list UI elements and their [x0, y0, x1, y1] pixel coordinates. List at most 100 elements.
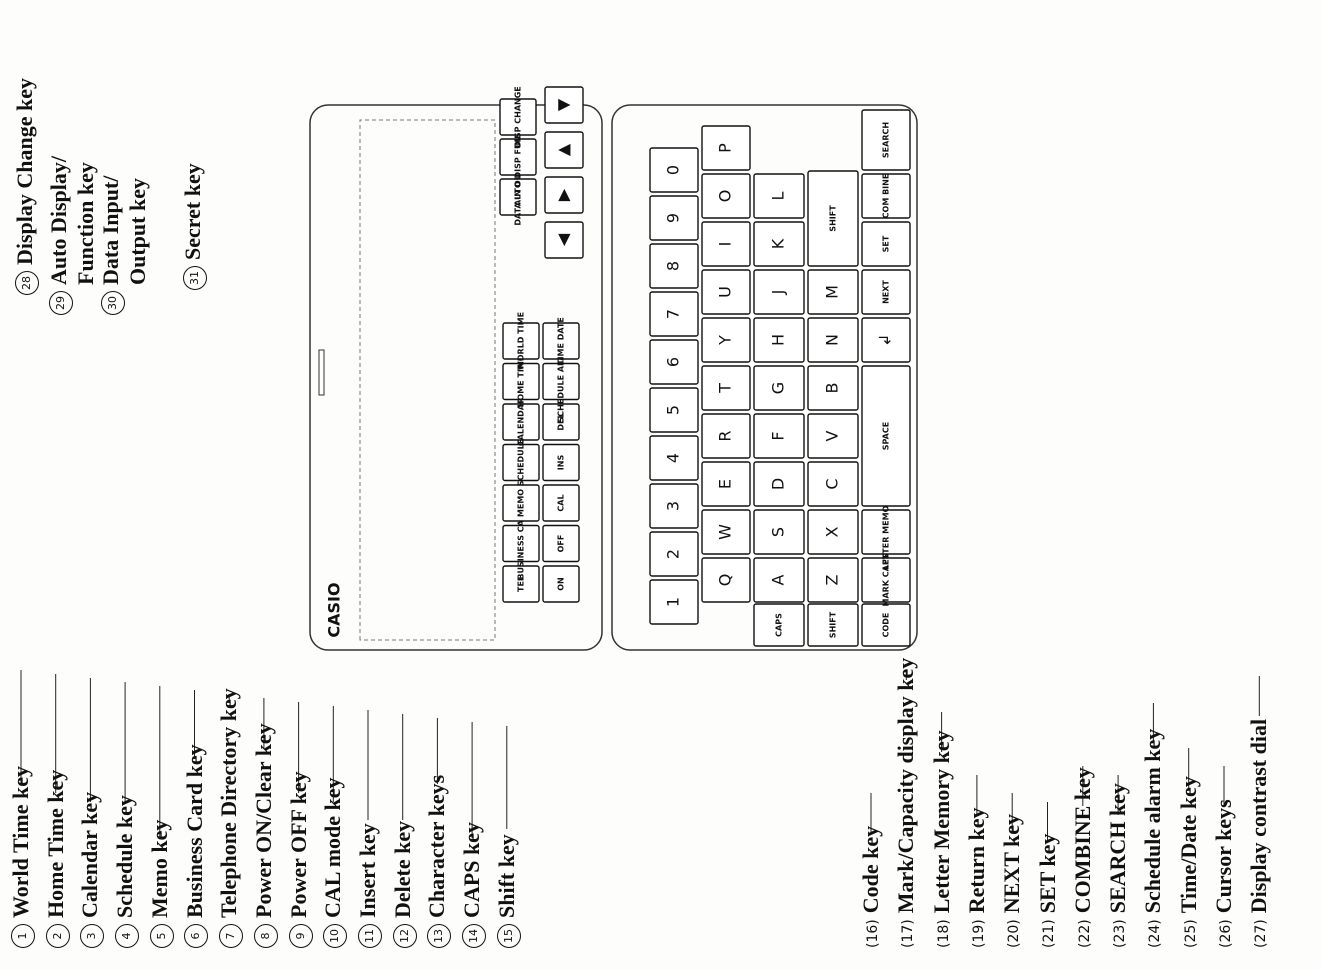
label-number: 29	[48, 291, 73, 315]
label-number: (21)	[1041, 919, 1058, 948]
label-number: (22)	[1076, 919, 1093, 948]
fkey2-5	[542, 362, 580, 401]
label-text: World Time key	[8, 766, 33, 918]
label-text: Mark/Capacity display key	[893, 657, 919, 914]
label-1: 1World Time key	[8, 766, 35, 948]
key-7	[649, 291, 699, 337]
fkey2-0	[542, 565, 580, 603]
key-2-label: 2	[664, 549, 683, 559]
fkey2-3	[542, 443, 580, 482]
label-24: (24) Schedule alarm key	[1140, 729, 1166, 948]
label-number: (24)	[1147, 919, 1164, 948]
key-N	[807, 317, 859, 363]
label-21: (21) SET key	[1035, 834, 1061, 948]
shift-key	[807, 603, 859, 647]
next-key-label: NEXT	[882, 280, 891, 304]
label-16: (16)Code key	[858, 826, 884, 948]
label-number: 30	[100, 291, 125, 315]
fkey2-6	[542, 322, 580, 360]
set-key-label: SET	[882, 235, 891, 252]
label-text: Telephone Directory key	[216, 688, 242, 918]
label-number: 6	[184, 924, 209, 948]
label-number: (16)	[864, 919, 881, 948]
key-T	[701, 365, 751, 411]
key-H	[753, 317, 805, 363]
fkey2-label-5: SCHEDULE ALARM	[557, 341, 566, 423]
key-C	[807, 461, 859, 507]
shift-key-label: SHIFT	[829, 611, 838, 638]
key-8	[649, 243, 699, 289]
label-26: (26) Cursor keys	[1211, 799, 1237, 948]
search-key-label: SEARCH	[882, 122, 891, 158]
cursor-right-icon: ▶	[554, 188, 573, 201]
rkey-2	[499, 98, 537, 136]
label-23: (23)SEARCH key	[1105, 783, 1131, 948]
key-M-label: M	[823, 285, 842, 299]
rkey-label-2: DISP CHANGE	[514, 86, 523, 148]
label-number: 7	[219, 924, 244, 948]
fkey2-label-1: OFF	[557, 535, 566, 553]
label-number: (17)	[900, 919, 917, 948]
key-H-label: H	[769, 334, 788, 346]
label-text: SET key	[1034, 833, 1060, 914]
label-text: Auto Display/	[46, 156, 71, 285]
key-R	[701, 413, 751, 459]
key-V-label: V	[823, 430, 842, 441]
label-number: 8	[253, 924, 278, 948]
label-number: 12	[392, 924, 417, 948]
label-number: 9	[288, 924, 313, 948]
key-P	[701, 125, 751, 171]
cursor-key-3	[544, 86, 584, 124]
key-3	[649, 483, 699, 529]
label-text: COMBINE key	[1069, 767, 1095, 914]
return-key-label: ↲	[876, 333, 895, 346]
label-17: (17) Mark/Capacity display key	[893, 658, 919, 948]
label-number: 15	[496, 924, 521, 948]
label-number: 5	[149, 924, 174, 948]
key-T-label: T	[716, 383, 735, 394]
key-4-label: 4	[664, 453, 683, 463]
label-text: Time/Date key	[1175, 776, 1201, 914]
key-I	[701, 221, 751, 267]
fkey2-4	[542, 403, 580, 441]
label-text: Schedule key	[112, 795, 138, 918]
key-E-label: E	[716, 479, 735, 489]
label-text: Cursor keys	[1211, 799, 1236, 914]
label-text: Schedule alarm key	[1140, 728, 1166, 914]
label-text: Shift key	[493, 834, 519, 918]
rkey-label-0: DATA IN OUT	[514, 168, 523, 226]
label-number: 11	[357, 924, 382, 948]
key-L	[753, 173, 805, 219]
shift-key-right-label: SHIFT	[829, 205, 838, 232]
key-2	[649, 531, 699, 577]
cursor-key-0	[544, 221, 584, 259]
key-Y	[701, 317, 751, 363]
key-U-label: U	[716, 286, 735, 298]
key-J-label: J	[769, 290, 788, 296]
key-B	[807, 365, 859, 411]
label-text: Secret key	[180, 163, 205, 260]
label-text: NEXT key	[999, 814, 1025, 914]
key-J	[753, 269, 805, 315]
key-R-label: R	[716, 430, 735, 441]
label-number: (20)	[1006, 919, 1023, 948]
space-key-label: SPACE	[882, 422, 891, 450]
speaker-slot	[318, 349, 325, 396]
key-X	[807, 509, 859, 555]
label-number: 2	[45, 924, 70, 948]
label-19: (19)Return key	[964, 808, 990, 948]
label-text-line2: Function key	[72, 162, 98, 285]
label-number: 10	[323, 924, 348, 948]
key-N-label: N	[823, 334, 842, 346]
key-O	[701, 173, 751, 219]
label-29: 29 Auto Display/Function key	[46, 156, 99, 315]
key-G	[753, 365, 805, 411]
label-number: (26)	[1217, 919, 1234, 948]
key-W	[701, 509, 751, 555]
caps-key	[753, 603, 805, 647]
next-key	[861, 269, 911, 315]
